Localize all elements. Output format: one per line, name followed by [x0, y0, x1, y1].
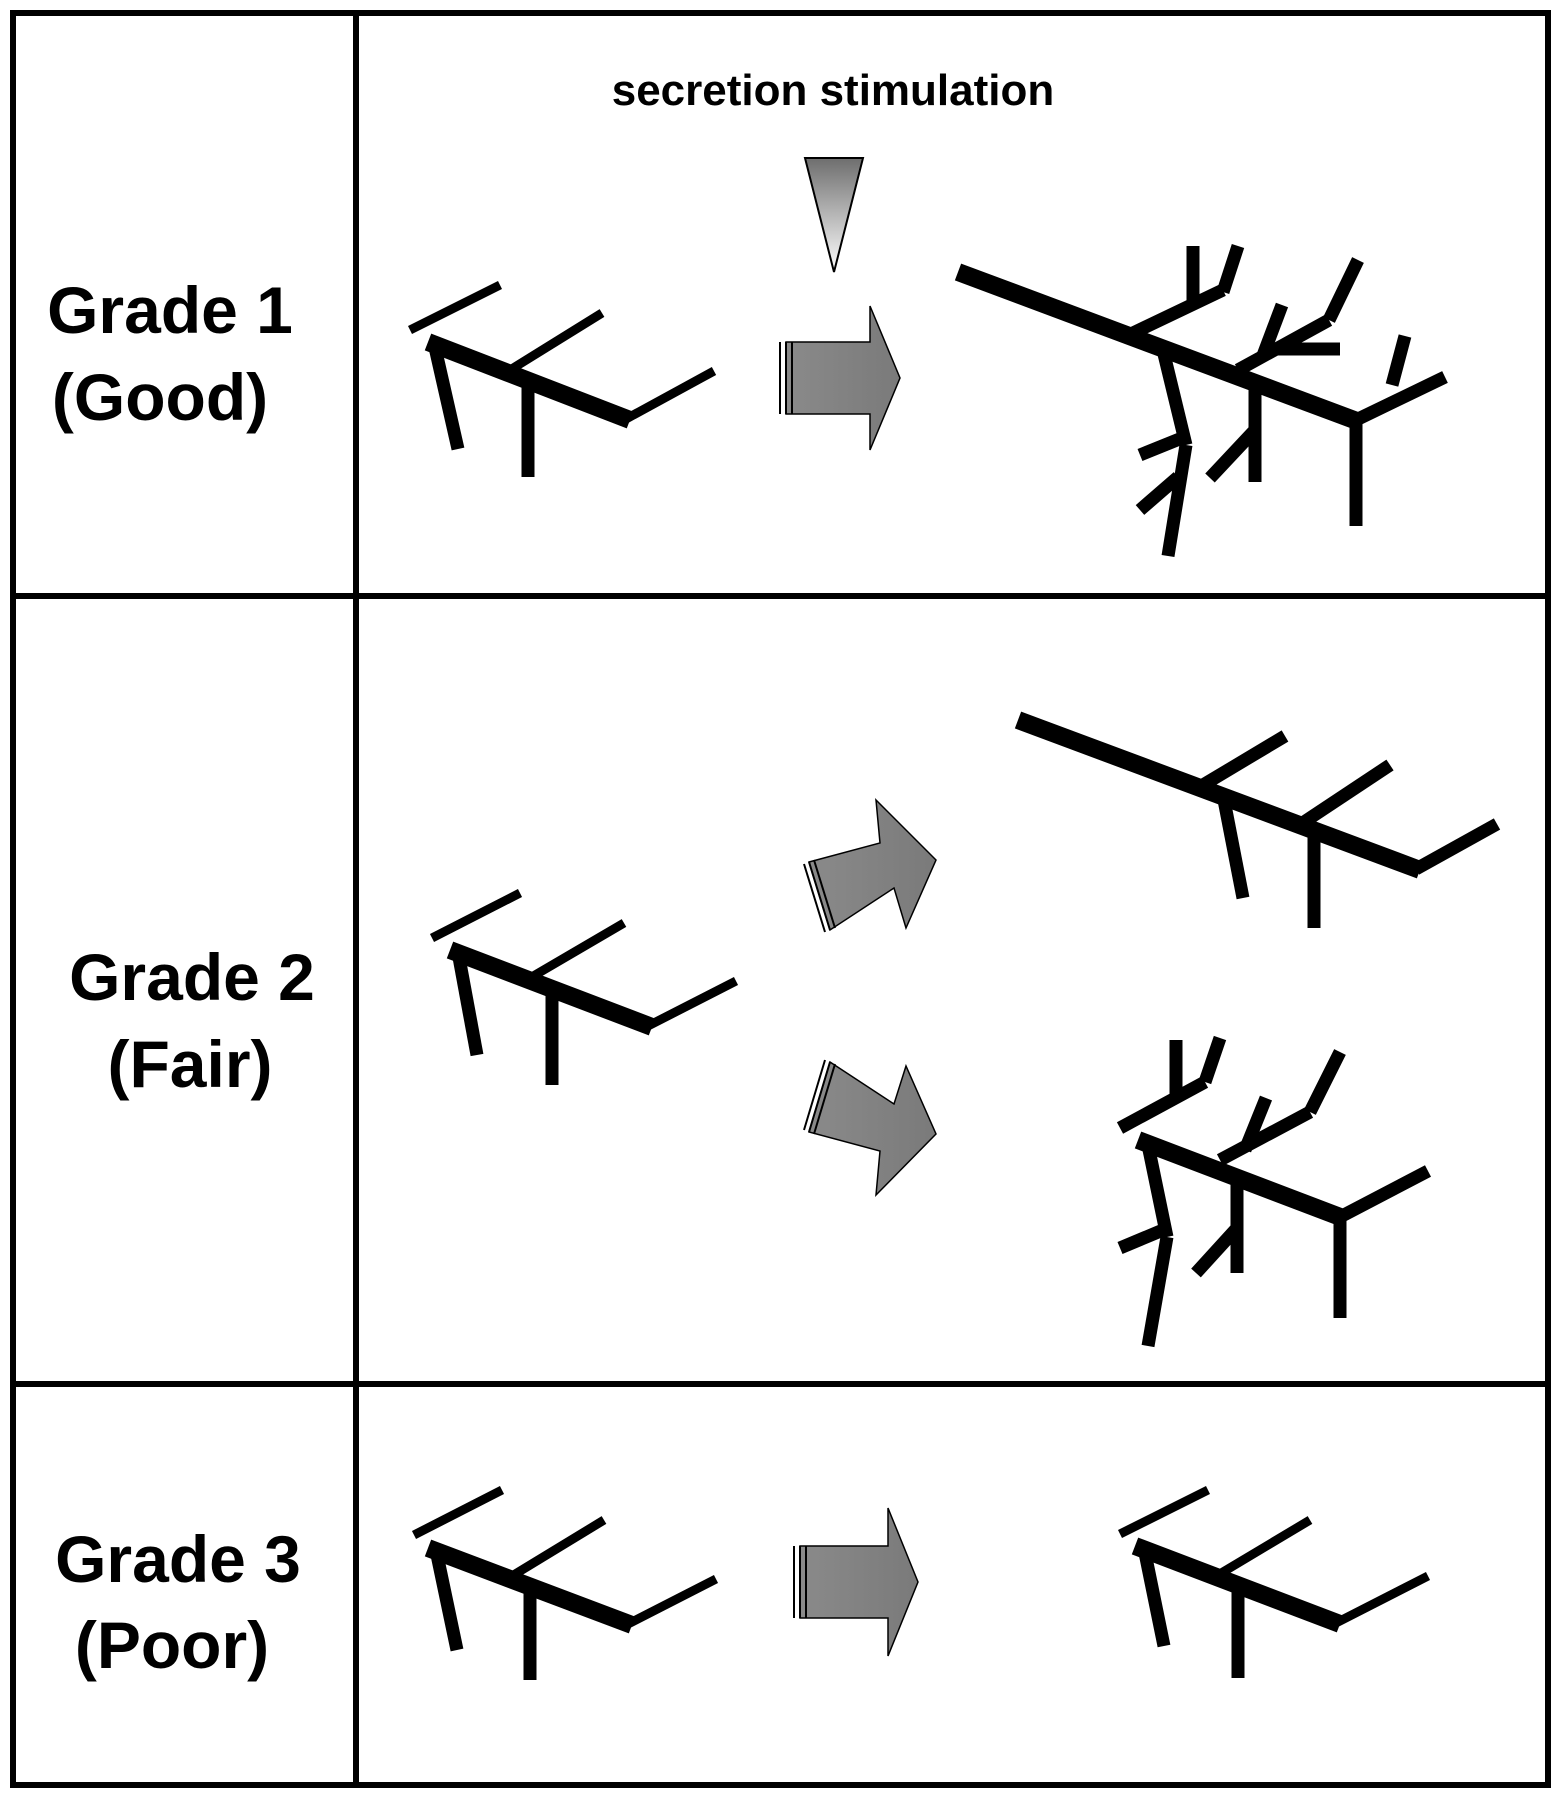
- grade-quality: (Fair): [108, 1027, 273, 1101]
- table-frame: [10, 10, 1551, 1788]
- grade-title: Grade 2: [69, 940, 315, 1014]
- arrow-right-icon: [779, 305, 901, 451]
- grade-quality: (Good): [52, 360, 268, 434]
- duct-after-grade-3: [1117, 1485, 1431, 1678]
- duct-after-grade-2-lower: [1116, 1035, 1432, 1348]
- duct-after-grade-2-upper: [1014, 711, 1501, 928]
- arrow-right-icon: [793, 1507, 919, 1657]
- arrow-up-right-icon: [803, 798, 937, 933]
- grade-quality: (Poor): [75, 1608, 269, 1682]
- stimulation-label: secretion stimulation: [612, 66, 1055, 115]
- duct-after-grade-1: [954, 243, 1448, 558]
- outer-border: [10, 10, 1551, 1788]
- arrow-down-right-icon: [803, 1059, 937, 1198]
- duct-before-grade-2: [429, 888, 739, 1085]
- duct-before-grade-1: [407, 280, 717, 477]
- grade-title: Grade 3: [55, 1522, 301, 1596]
- row-label-grade-1: Grade 1 (Good): [47, 273, 293, 434]
- stimulation-marker-icon: [803, 157, 865, 273]
- row-label-grade-2: Grade 2 (Fair): [69, 940, 315, 1101]
- grade-title: Grade 1: [47, 273, 293, 347]
- duct-before-grade-3: [411, 1485, 719, 1680]
- row-label-grade-3: Grade 3 (Poor): [55, 1522, 301, 1682]
